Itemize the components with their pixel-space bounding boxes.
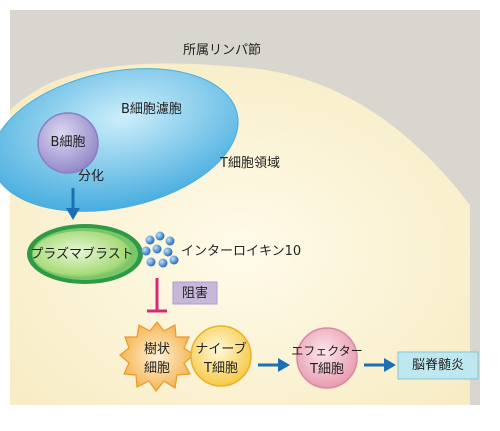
b-cell [37,112,99,174]
dendritic-cell [119,321,196,393]
naive-t-label-line2: T細胞 [204,361,238,376]
plasmablast-label: プラズマブラスト [30,247,134,262]
naive-t-label-line1: ナイーブ [195,342,247,357]
naive-t-cell [190,325,252,387]
t-region-label: T細胞領域 [220,156,280,171]
dendritic-label-line1: 樹状 [143,342,170,357]
effector-t-cell [296,327,358,389]
differentiation-arrow-head [66,208,80,220]
b-cell-follicle [0,68,239,212]
b-cell-label: B細胞 [50,135,86,150]
interleukin-label: インターロイキン10 [181,244,302,259]
inhibition-label: 阻害 [181,286,208,301]
b-follicle-label: B細胞濾胞 [121,102,182,117]
encephalomyelitis-label: 脳脊髄炎 [411,358,464,373]
effector-t-label-line1: エフェクター [291,344,363,358]
lymph-node-label: 所属リンパ節 [183,43,262,58]
effector-t-label-line2: T細胞 [310,362,344,377]
differentiation-label: 分化 [78,169,105,184]
activation-arrow-head [278,358,290,372]
dendritic-label-line2: 細胞 [143,361,170,376]
inhibition-box [172,281,218,305]
encephalomyelitis-box [397,351,479,380]
pathology-arrow-head [384,358,396,372]
plasmablast-cell [33,231,131,277]
interleukin-10-molecules [141,231,179,268]
